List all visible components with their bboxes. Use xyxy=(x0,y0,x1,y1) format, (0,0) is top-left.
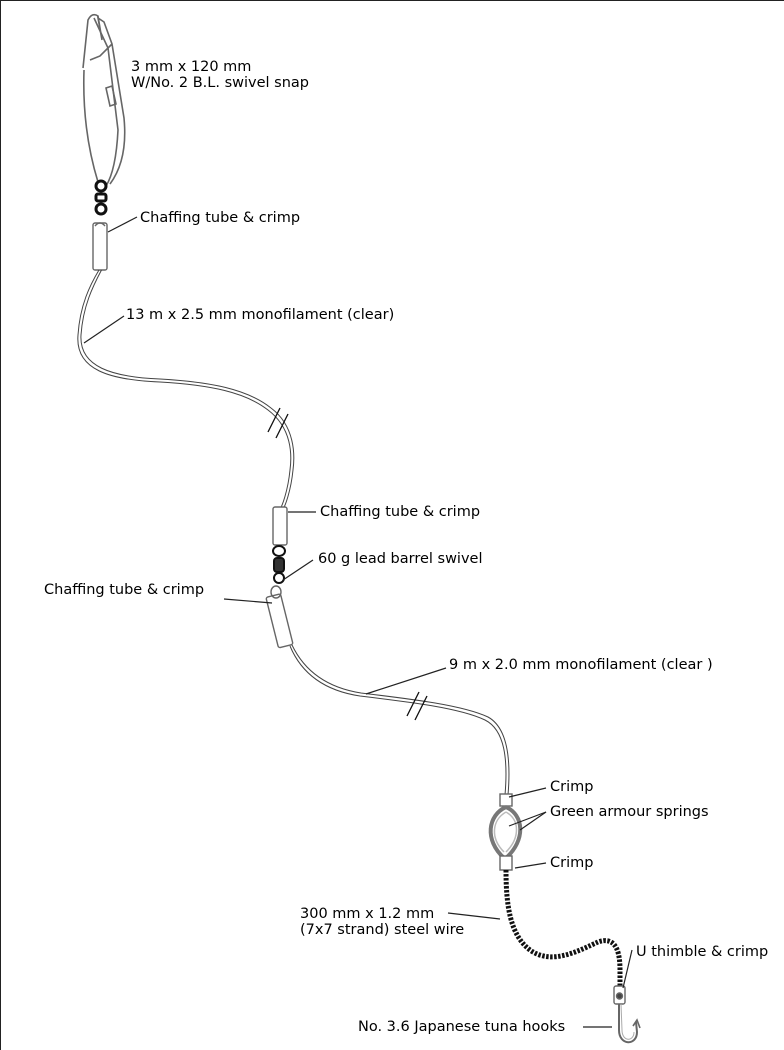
armour-springs-highlight xyxy=(493,811,518,853)
label-hooks: No. 3.6 Japanese tuna hooks xyxy=(358,1019,566,1035)
label-steel-wire-line2: (7x7 strand) steel wire xyxy=(300,922,465,938)
label-mono-9m: 9 m x 2.0 mm monofilament (clear ) xyxy=(449,657,713,673)
monofilament-13m xyxy=(77,269,295,511)
label-steel-wire-line1: 300 mm x 1.2 mm xyxy=(300,906,435,922)
label-chaffing-top: Chaffing tube & crimp xyxy=(140,210,301,226)
label-chaffing-mid-right: Chaffing tube & crimp xyxy=(320,504,481,520)
label-thimble: U thimble & crimp xyxy=(636,944,769,960)
label-swivel-snap-line1: 3 mm x 120 mm xyxy=(131,59,252,75)
lead-barrel-swivel xyxy=(272,545,286,584)
tuna-hook xyxy=(618,1003,641,1044)
steel-wire xyxy=(503,869,623,986)
crimp-lower xyxy=(499,855,513,871)
u-thimble xyxy=(613,985,626,1005)
label-lead-swivel: 60 g lead barrel swivel xyxy=(318,551,483,567)
crimp-upper xyxy=(499,793,513,807)
chaffing-tube-top xyxy=(92,222,108,271)
chaffing-tube-mid-lower xyxy=(265,585,294,649)
label-chaffing-mid-left: Chaffing tube & crimp xyxy=(44,582,205,598)
label-steel-wire: 300 mm x 1.2 mm (7x7 strand) steel wire xyxy=(300,906,464,938)
swivel-rings xyxy=(94,179,108,216)
leader-lines xyxy=(83,216,633,1028)
label-crimp-lower: Crimp xyxy=(550,855,594,871)
label-mono-13m: 13 m x 2.5 mm monofilament (clear) xyxy=(126,307,395,323)
chaffing-tube-mid-upper xyxy=(272,506,288,546)
label-crimp-upper: Crimp xyxy=(550,779,594,795)
label-swivel-snap-line2: W/No. 2 B.L. swivel snap xyxy=(131,75,310,91)
label-swivel-snap: 3 mm x 120 mm W/No. 2 B.L. swivel snap xyxy=(131,59,309,91)
swivel-snap xyxy=(82,13,126,187)
monofilament-9m xyxy=(289,644,510,796)
label-armour-springs: Green armour springs xyxy=(550,804,709,820)
armour-springs xyxy=(488,805,523,860)
